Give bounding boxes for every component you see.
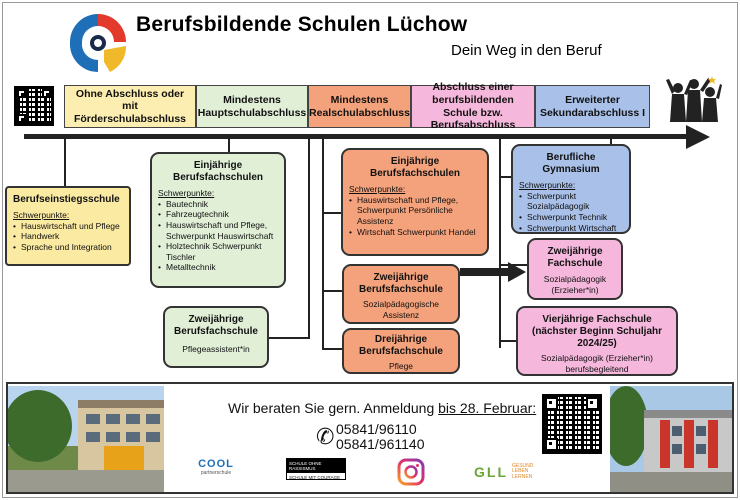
connector [610,138,612,146]
box-zweijaehrige-fachschule: Zweijährige Fachschule Sozialpädagogik (… [527,238,623,300]
level-hauptschulabschluss: Mindestens Hauptschulabschluss [196,85,308,128]
school-building-photo-left [8,386,164,492]
page-title: Berufsbildende Schulen Lüchow [136,13,468,36]
advice-prefix: Wir beraten Sie gern. Anmeldung [228,400,439,416]
phone-numbers: 05841/96110 05841/961140 [336,421,425,453]
box-list: Bautechnik Fahrzeugtechnik Hauswirtschaf… [158,199,278,273]
list-item: Schwerpunkt Sozialpädagogik [519,191,623,212]
level-berufsabschluss: Abschluss einer berufsbildenden Schule b… [411,81,535,131]
box-title: Einjährige Berufsfachschulen [369,156,461,179]
connector [499,340,517,342]
list-item: Wirtschaft Schwerpunkt Handel [349,227,481,238]
connector [268,337,310,339]
phone-number-1[interactable]: 05841/96110 [336,421,417,437]
connector [499,138,501,348]
progress-arrow-shaft [460,268,512,276]
gll-logo[interactable]: GLL GESUND LEBEN LERNEN [474,460,554,484]
level-realschulabschluss: Mindestens Realschulabschluss [308,85,411,128]
box-title: Zweijährige Fachschule [547,246,603,269]
connector [228,138,230,152]
timeline-arrow-head [686,125,710,149]
celebrating-people-icon [666,76,722,122]
box-einjaehrige-bfs-hauptschule: Einjährige Berufsfachschulen Schwerpunkt… [150,152,286,288]
box-list: Hauswirtschaft und Pflege, Schwerpunkt P… [349,195,481,238]
box-list: Hauswirtschaft und Pflege Handwerk Sprac… [13,221,123,253]
list-item: Holztechnik Schwerpunkt Tischler [158,241,278,262]
list-item: Metalltechnik [158,262,278,273]
gll-logo-sub: GESUND LEBEN LERNEN [512,462,534,480]
connector [322,138,324,350]
box-text: Sozialpädagogische Assistenz [362,299,440,320]
timeline-arrow-shaft [24,134,694,139]
list-item: Handwerk [13,231,123,242]
qr-code-bottom[interactable] [542,394,602,454]
box-sp-label: Schwerpunkte: [158,188,215,198]
box-sp-label: Schwerpunkte: [13,210,70,220]
list-item: Schwerpunkt Wirtschaft [519,223,623,234]
box-zweijaehrige-bfs-sozialpaedagogik: Zweijährige Berufsfachschule Sozialpädag… [342,264,460,324]
qr-code-top[interactable] [14,86,54,126]
advice-deadline: bis 28. Februar: [438,400,537,416]
box-title: Zweijährige Berufsfachschule [359,272,443,295]
box-berufseinstiegsschule: Berufseinstiegsschule Schwerpunkte: Haus… [5,186,131,266]
box-title: Zweijährige Berufsfachschule [174,314,258,337]
cool-logo-text: COOL [198,458,234,470]
level-ohne-abschluss: Ohne Abschluss oder mit Förderschulabsch… [64,85,196,128]
progress-arrow-head [508,262,526,282]
footer-panel [6,382,734,494]
level-erweiterter-sek-i: Erweiterter Sekundarabschluss I [535,85,650,128]
box-einjaehrige-bfs-realschule: Einjährige Berufsfachschulen Schwerpunkt… [341,148,489,256]
box-title: Dreijährige Berufsfachschule [359,334,443,357]
box-title: Vierjährige Fachschule (nächster Beginn … [531,314,663,349]
advice-text: Wir beraten Sie gern. Anmeldung bis 28. … [228,400,536,416]
list-item: Sprache und Integration [13,242,123,253]
box-title: Einjährige Berufsfachschulen [172,160,264,183]
box-title: Berufliche Gymnasium [542,152,600,175]
box-zweijaehrige-bfs-pflegeassistenz: Zweijährige Berufsfachschule Pflegeassis… [163,306,269,368]
box-text: Pflegeassistent*in [182,344,250,354]
box-berufliches-gymnasium: Berufliche Gymnasium Schwerpunkte: Schwe… [511,144,631,234]
connector [322,212,342,214]
box-text: Sozialpädagogik (Erzieher*in) [543,274,607,295]
connector [322,290,342,292]
school-logo [69,14,127,73]
schule-ohne-rassismus-logo[interactable]: SCHULE OHNE RASSISMUS SCHULE MIT COURAGE [286,458,346,480]
page-subtitle: Dein Weg in den Beruf [451,42,602,59]
cool-logo-sub: partnerschule [200,470,232,476]
connector [308,138,310,338]
phone-icon: ✆ [316,424,335,449]
box-sp-label: Schwerpunkte: [519,180,576,190]
box-dreijaehrige-bfs-pflege: Dreijährige Berufsfachschule Pflege [342,328,460,374]
list-item: Hauswirtschaft und Pflege, Schwerpunkt H… [158,220,278,241]
list-item: Bautechnik [158,199,278,210]
instagram-icon[interactable] [397,458,425,486]
connector [499,176,513,178]
gll-logo-text: GLL [474,464,508,480]
box-title: Berufseinstiegsschule [13,194,120,205]
list-item: Fahrzeugtechnik [158,209,278,220]
connector [64,138,66,188]
school-building-photo-right [610,386,732,492]
box-text: Pflege [388,361,414,371]
list-item: Hauswirtschaft und Pflege [13,221,123,232]
list-item: Hauswirtschaft und Pflege, Schwerpunkt P… [349,195,481,227]
sor-line-2: SCHULE MIT COURAGE [289,475,341,481]
sor-line-1: SCHULE OHNE RASSISMUS [287,459,345,474]
box-vierjaehrige-fachschule: Vierjährige Fachschule (nächster Beginn … [516,306,678,376]
cool-partnerschule-logo[interactable]: COOL partnerschule [192,458,240,482]
phone-number-2[interactable]: 05841/961140 [336,436,425,453]
box-text: Sozialpädagogik (Erzieher*in) berufsbegl… [541,353,653,374]
box-list: Schwerpunkt Sozialpädagogik Schwerpunkt … [519,191,623,234]
connector [322,348,342,350]
box-sp-label: Schwerpunkte: [349,184,406,194]
list-item: Schwerpunkt Technik [519,212,623,223]
